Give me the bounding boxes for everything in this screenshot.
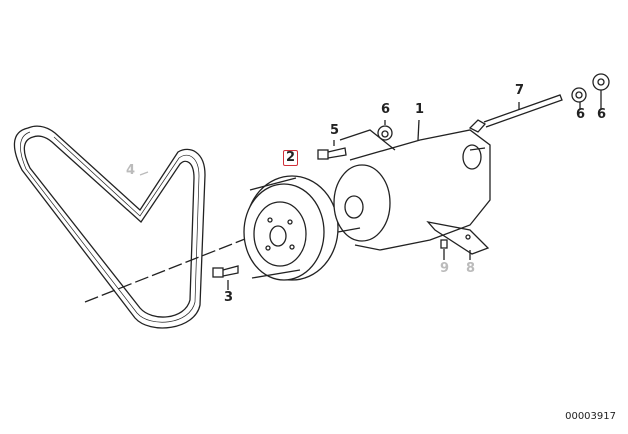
label-belt[interactable]: 4: [126, 163, 136, 178]
label-nut-left[interactable]: 6: [381, 102, 391, 117]
belt[interactable]: [13, 125, 206, 329]
label-pulley-highlighted[interactable]: 2: [283, 150, 299, 166]
bolt-lower[interactable]: [212, 265, 239, 278]
pump[interactable]: [333, 129, 491, 251]
nut-left[interactable]: [377, 125, 393, 141]
nut-right[interactable]: [592, 73, 610, 91]
screw[interactable]: [440, 239, 448, 249]
label-stud[interactable]: 7: [515, 83, 525, 98]
label-nut-mid[interactable]: 6: [576, 107, 586, 122]
label-bracket[interactable]: 8: [466, 261, 476, 276]
bolt-upper[interactable]: [317, 147, 347, 160]
bracket[interactable]: [426, 221, 490, 255]
stud[interactable]: [468, 94, 563, 133]
label-pump[interactable]: 1: [415, 102, 425, 117]
pulley[interactable]: [243, 175, 339, 281]
image-code: 00003917: [565, 411, 616, 422]
nut-mid[interactable]: [571, 87, 587, 103]
label-nut-right[interactable]: 6: [597, 107, 607, 122]
label-bolt-lower[interactable]: 3: [224, 290, 234, 305]
label-screw[interactable]: 9: [440, 261, 450, 276]
label-bolt-upper[interactable]: 5: [330, 123, 340, 138]
